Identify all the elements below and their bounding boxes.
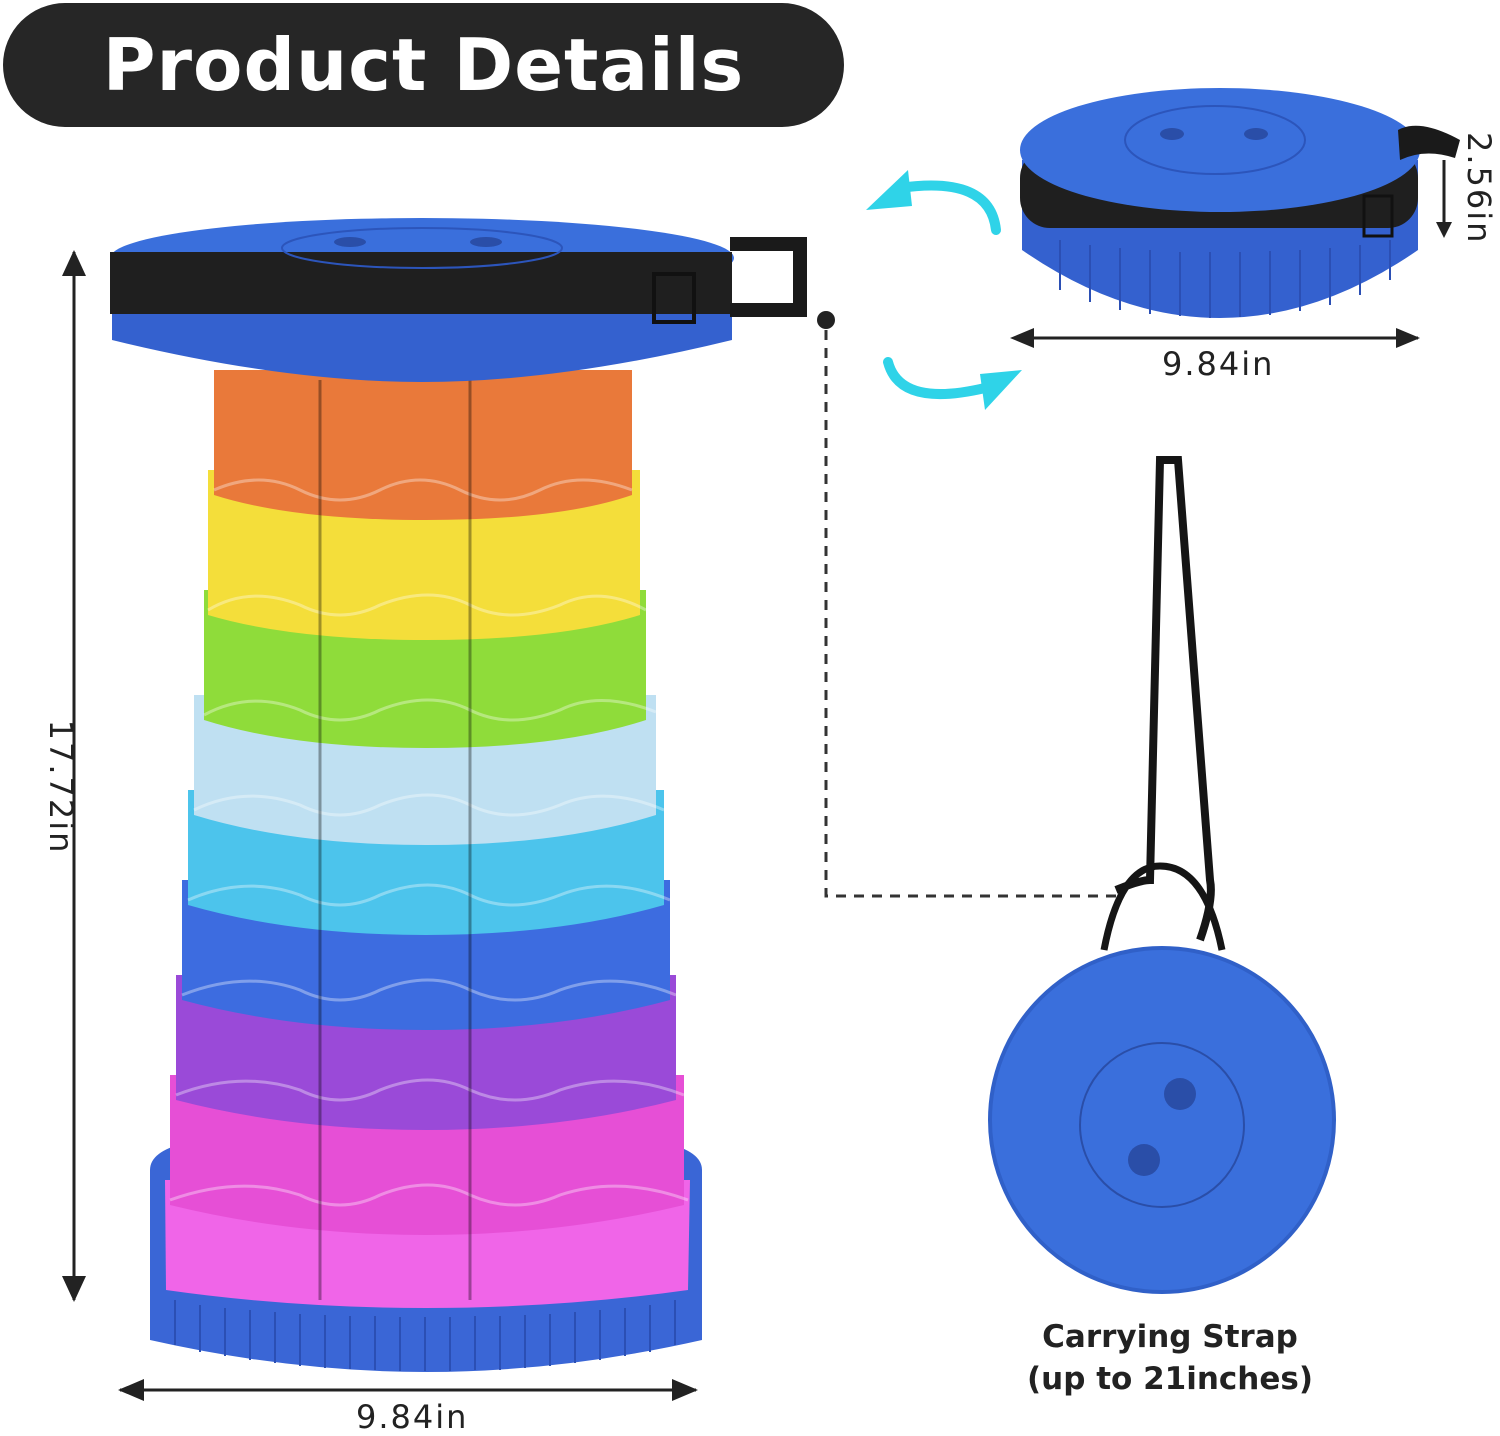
folded-stool bbox=[1020, 88, 1460, 318]
height-label: 17.72in bbox=[42, 719, 80, 855]
folded-width-label: 9.84in bbox=[1162, 345, 1275, 383]
page-title: Product Details bbox=[102, 23, 745, 107]
expanded-stool bbox=[110, 218, 807, 1372]
folded-height-label: 2.56in bbox=[1460, 132, 1498, 245]
caption-line-1: Carrying Strap bbox=[1042, 1319, 1298, 1355]
width-label: 9.84in bbox=[356, 1398, 469, 1436]
folded-width-line bbox=[1010, 328, 1420, 348]
folded-height-line bbox=[1436, 160, 1452, 238]
width-dimension-line bbox=[118, 1379, 698, 1401]
carrying-strap-caption: Carrying Strap (up to 21inches) bbox=[985, 1316, 1355, 1400]
height-dimension-line bbox=[62, 250, 86, 1302]
dashed-connector bbox=[817, 311, 1116, 898]
carrying-strap-stool bbox=[988, 456, 1336, 1294]
rotate-arrows bbox=[883, 180, 1001, 399]
title-banner: Product Details bbox=[3, 3, 844, 127]
caption-line-2: (up to 21inches) bbox=[1026, 1361, 1314, 1397]
